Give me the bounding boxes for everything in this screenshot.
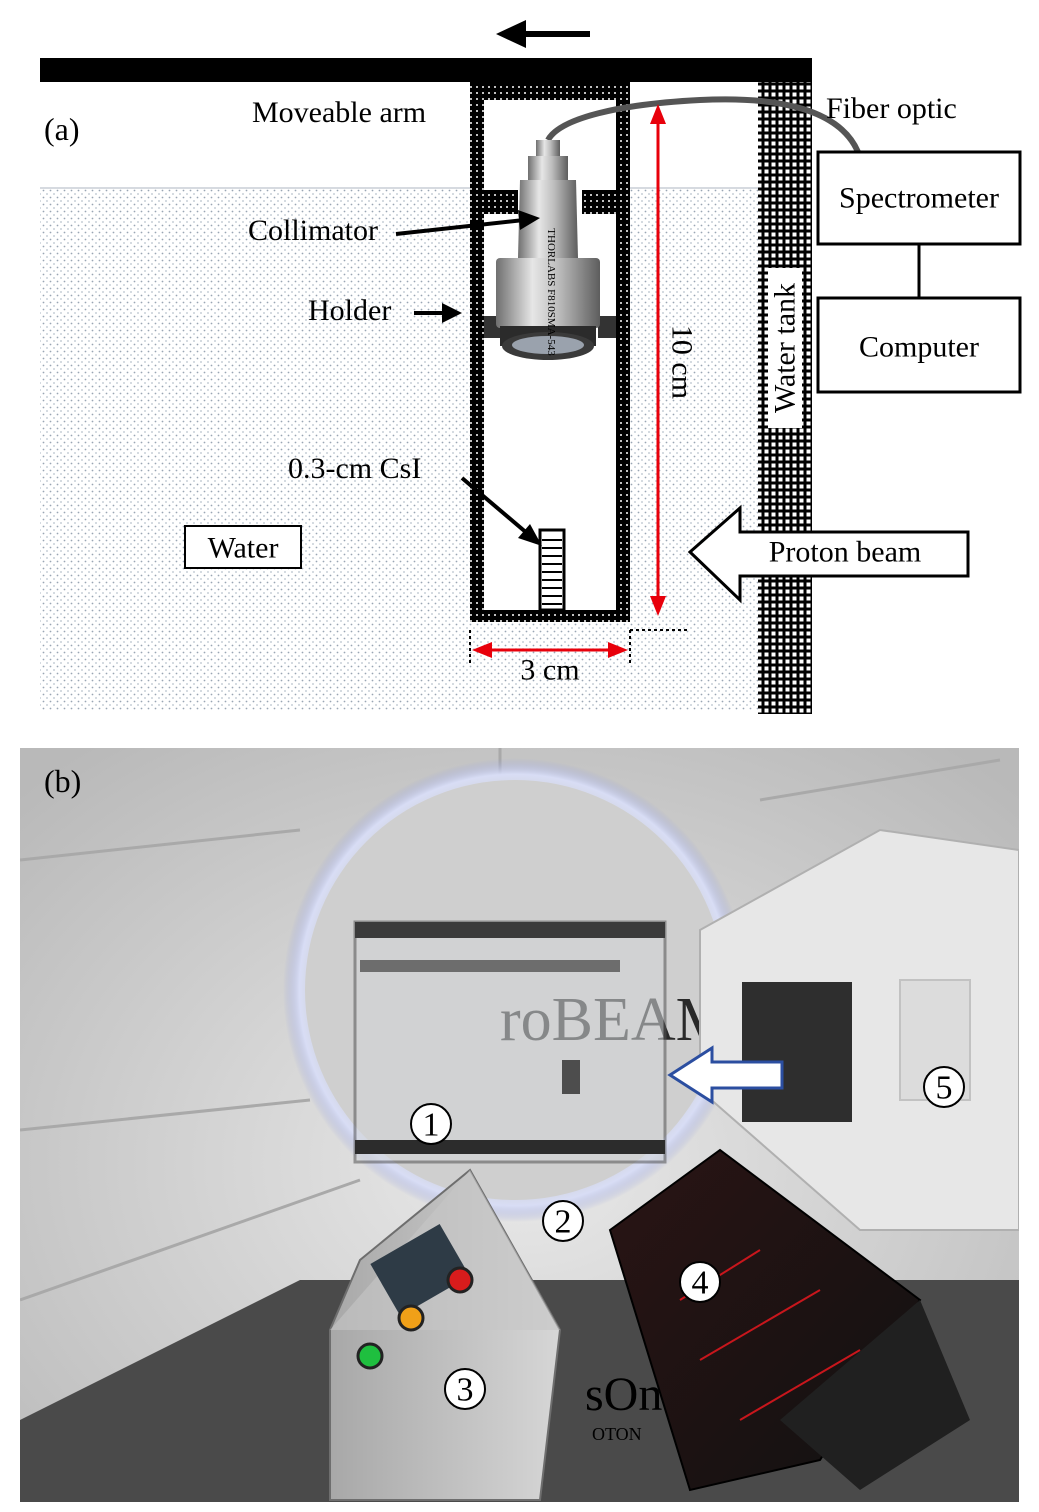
arm-direction-arrow <box>496 20 590 48</box>
marker-2: 2 <box>542 1200 584 1242</box>
marker-3-text: 3 <box>457 1372 474 1409</box>
floor-logo: sOn <box>585 1368 662 1421</box>
water-phantom <box>353 920 667 1164</box>
water-tank-label: Water tank <box>769 283 802 413</box>
marker-3: 3 <box>444 1368 486 1410</box>
moveable-arm-label: Moveable arm <box>252 96 426 129</box>
gantry-panels <box>20 748 1001 1302</box>
panel-a: Water tank THORLABS F810SMA-543 <box>40 20 1022 714</box>
marker-1-text: 1 <box>423 1107 440 1144</box>
collimator-pointer <box>395 210 540 236</box>
csi-pointer <box>460 476 542 546</box>
spectrometer-label: Spectrometer <box>839 182 999 215</box>
panel-b: roBEAM sOn OTON <box>20 748 1019 1502</box>
panel-a-label: (a) <box>44 111 80 147</box>
water-label-box <box>184 525 302 569</box>
floor-logo-sub: OTON <box>592 1424 642 1444</box>
computer-label: Computer <box>859 331 979 364</box>
fiber-optic-label: Fiber optic <box>826 92 957 125</box>
laptop <box>608 1148 970 1492</box>
holder-label: Holder <box>308 294 391 327</box>
csi-label: 0.3-cm CsI <box>288 452 421 485</box>
marker-1: 1 <box>410 1103 452 1145</box>
dimension-10cm <box>650 104 666 616</box>
marker-5-text: 5 <box>936 1070 953 1107</box>
collimator-engraving: THORLABS F810SMA-543 <box>545 228 557 356</box>
panel-b-label: (b) <box>44 763 81 799</box>
computer-box <box>816 296 1022 394</box>
width-3cm-label: 3 cm <box>520 654 579 687</box>
dimension-3cm <box>469 629 690 665</box>
moveable-arm-bar <box>40 58 812 82</box>
marker-2-text: 2 <box>555 1204 572 1241</box>
control-box <box>329 1168 562 1501</box>
spectrometer-box <box>816 150 1022 246</box>
beam-direction-arrow <box>667 1045 784 1105</box>
marker-5: 5 <box>923 1066 965 1108</box>
distance-10cm-label: 10 cm <box>666 325 699 399</box>
water-tank-label-bg <box>768 268 802 428</box>
water-region <box>40 188 758 710</box>
csi-crystal <box>538 528 566 612</box>
fiber-optic-cable <box>545 96 861 154</box>
holder-pointer <box>414 303 462 323</box>
marker-4: 4 <box>679 1261 721 1303</box>
proton-beam-arrow <box>687 504 970 604</box>
water-label: Water <box>208 532 279 565</box>
collimator: THORLABS F810SMA-543 <box>496 140 600 360</box>
marker-4-text: 4 <box>692 1265 709 1302</box>
collimator-label: Collimator <box>248 214 378 247</box>
proton-beam-label: Proton beam <box>769 536 921 569</box>
